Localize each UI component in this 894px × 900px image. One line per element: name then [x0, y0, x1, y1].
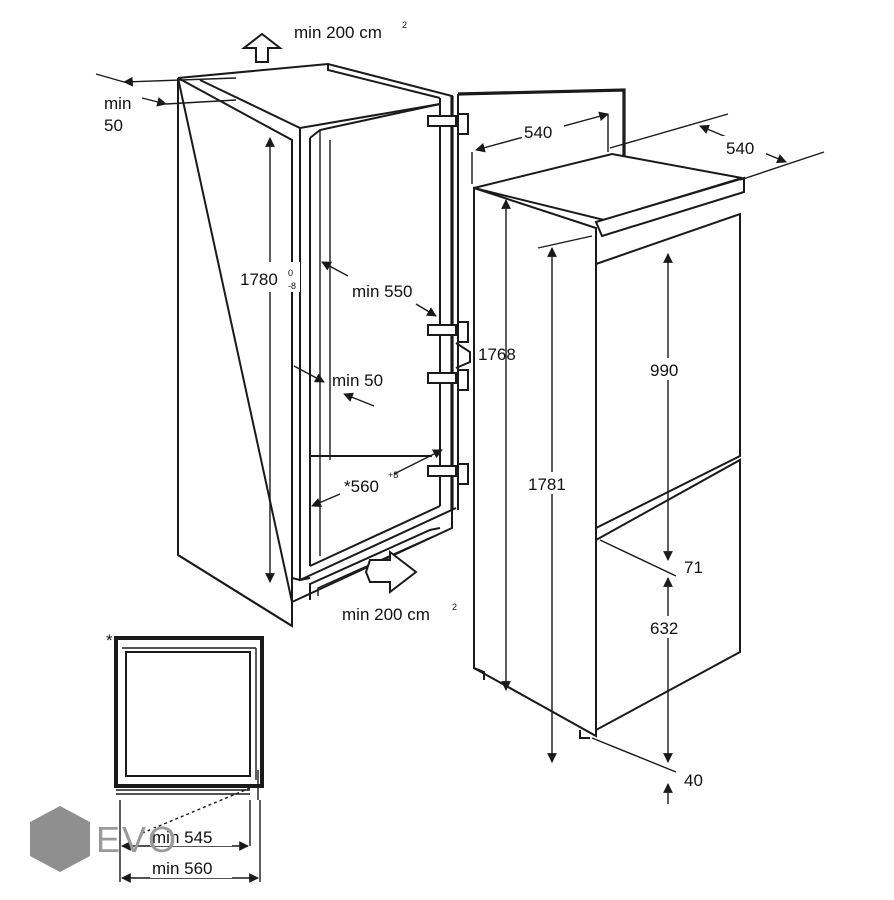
vent-arrow-up — [241, 32, 283, 63]
plan-view — [114, 636, 264, 883]
lower-door-label: 632 — [650, 619, 678, 638]
hinge-height-label: 1768 — [478, 345, 516, 364]
plan-min-560-label: min 560 — [152, 859, 212, 878]
niche-height-tol-bot: -8 — [288, 281, 296, 291]
appliance-height-dimension — [501, 199, 593, 763]
niche-width-tol: +8 — [388, 470, 398, 480]
side-gap-label: min 50 — [332, 371, 383, 390]
side-gap-arrow — [293, 365, 325, 383]
hinge-top — [427, 113, 469, 135]
vent-bottom-label: min 200 cm — [342, 605, 430, 624]
appliance-height-label: 1781 — [528, 475, 566, 494]
door-outline — [457, 88, 626, 156]
niche-cabinet — [177, 62, 459, 628]
door-gap-label: 71 — [684, 558, 703, 577]
hinge-bottom — [427, 463, 469, 485]
inner-depth-label: min 550 — [352, 282, 412, 301]
appliance-body — [473, 152, 745, 739]
door-gap-leader — [599, 539, 677, 577]
vent-top-sup: 2 — [402, 20, 407, 30]
vent-top-label: min 200 cm — [294, 23, 382, 42]
rear-gap-min-label: min — [104, 94, 131, 113]
plinth-label: 40 — [684, 771, 703, 790]
plan-min-545-label: min 545 — [152, 828, 212, 847]
niche-width-label: *560 — [344, 477, 379, 496]
star-note: * — [106, 631, 113, 650]
rear-gap-dimension — [95, 73, 237, 107]
niche-height-label: 1780 — [240, 270, 278, 289]
inner-depth-arrow — [321, 261, 349, 277]
niche-width-arrow — [311, 493, 341, 508]
hinge-middle-lower — [427, 342, 471, 391]
appliance-depth-label: 540 — [726, 139, 754, 158]
evo-logo: EVO — [30, 806, 178, 872]
evo-logo-text: EVO — [96, 819, 178, 860]
hinge-middle-upper — [427, 321, 469, 343]
vent-arrow-bottom — [364, 549, 418, 595]
upper-door-label: 990 — [650, 361, 678, 380]
vent-bottom-sup: 2 — [452, 602, 457, 612]
appliance-width-label: 540 — [524, 123, 552, 142]
niche-height-tol-top: 0 — [288, 268, 293, 278]
rear-gap-value-label: 50 — [104, 116, 123, 135]
plinth-leader — [591, 737, 677, 773]
